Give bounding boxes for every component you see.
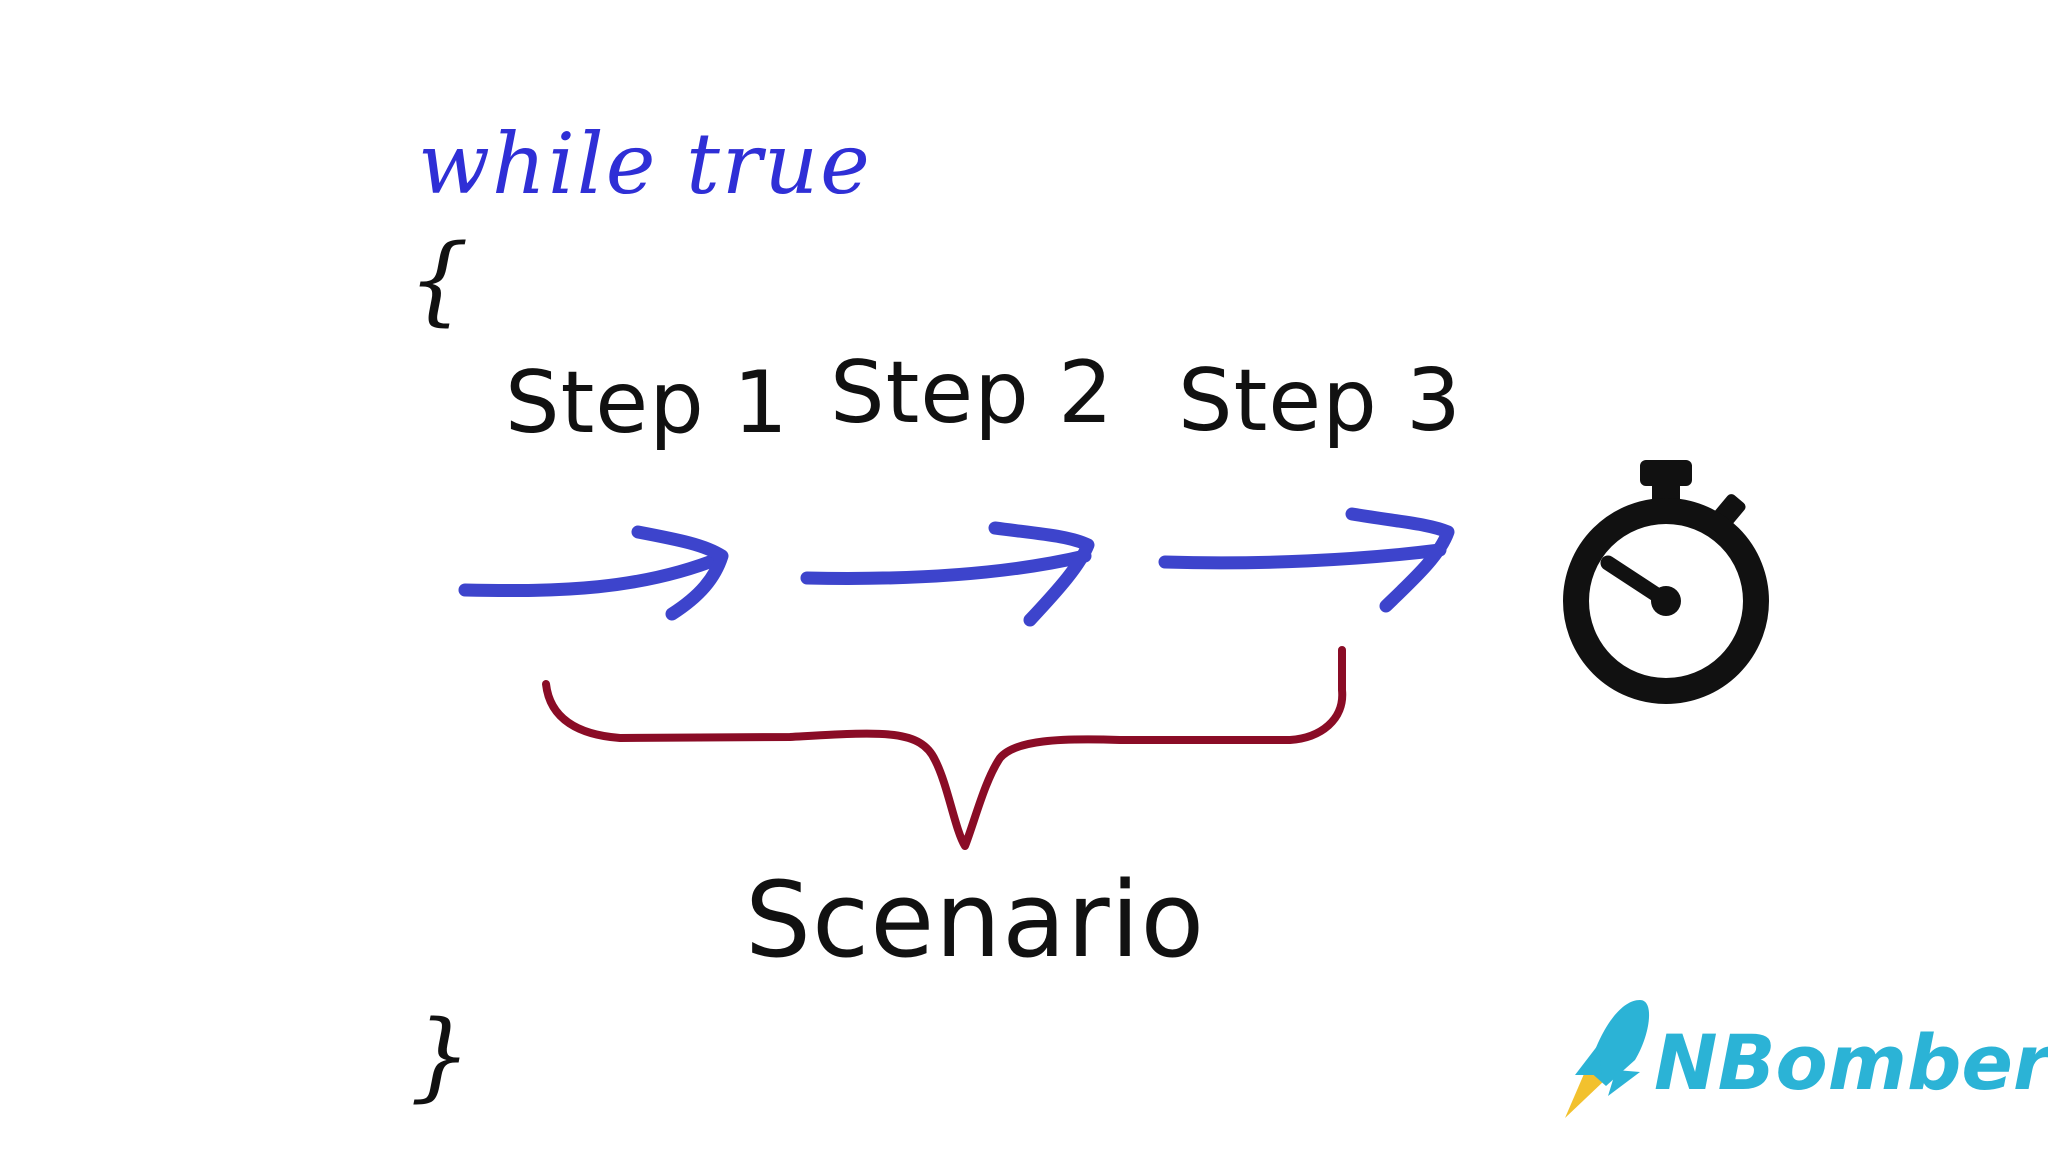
close-brace: } [410,1000,472,1112]
arrow-step-3 [1158,507,1455,613]
brand-name: NBomber [1654,1018,2048,1107]
step-1-label: Step 1 [505,353,789,453]
scenario-label: Scenario [745,859,1206,981]
step-2-label: Step 2 [830,343,1114,443]
rocket-icon [1565,1000,1650,1118]
open-brace: { [408,224,470,336]
step-3-label: Step 3 [1178,351,1462,451]
scenario-brace [542,646,1347,850]
stopwatch-icon [1563,460,1769,704]
arrow-step-1 [458,525,729,621]
arrow-step-2 [800,521,1095,627]
loop-keyword: while true [418,115,872,213]
